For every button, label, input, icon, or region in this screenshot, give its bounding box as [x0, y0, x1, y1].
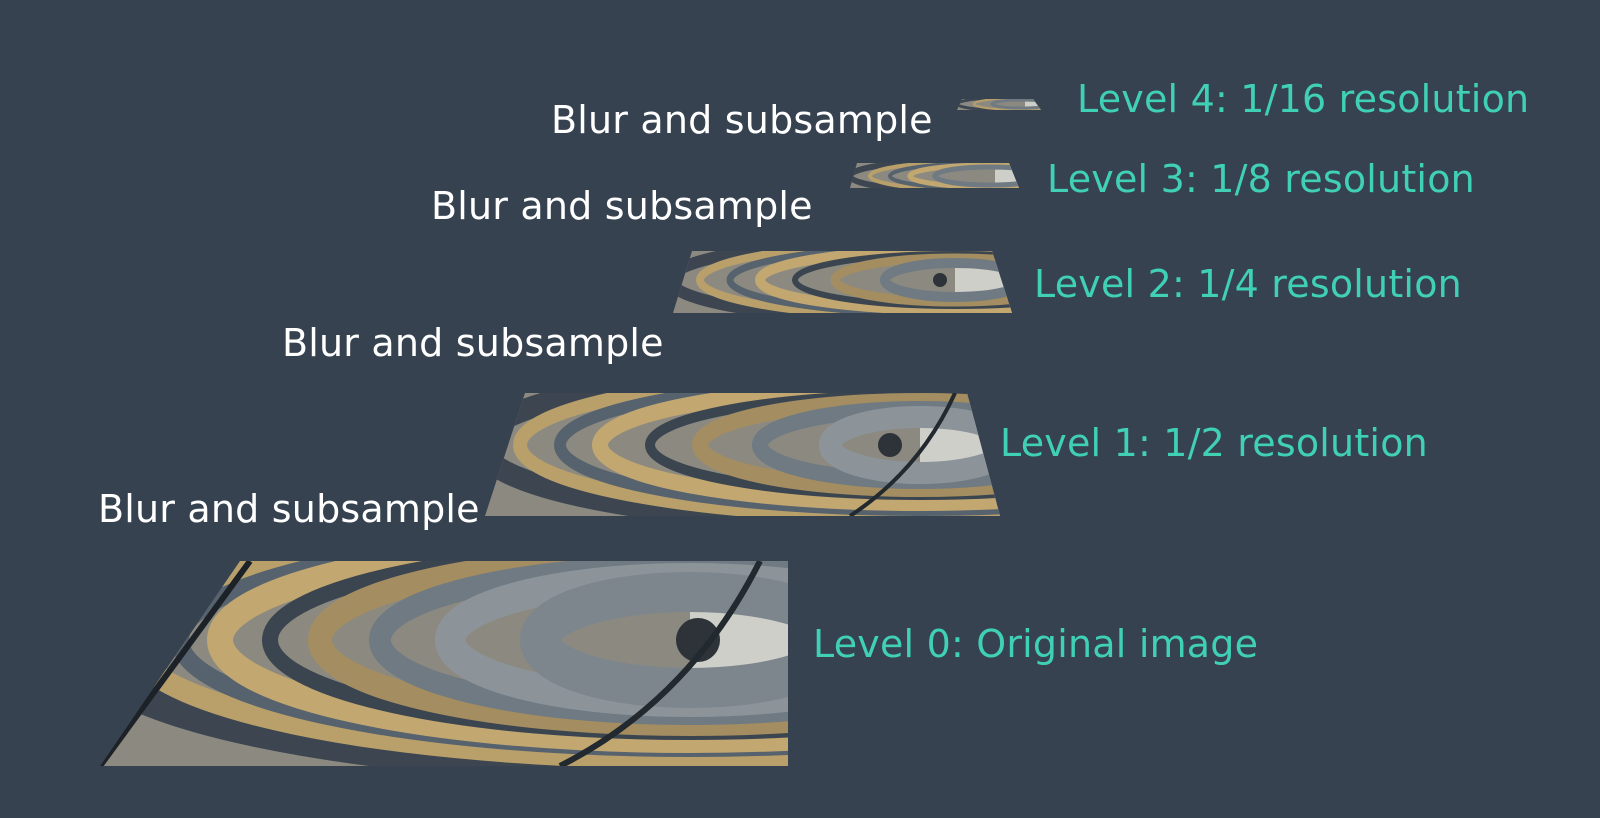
level-1-label: Level 1: 1/2 resolution [1000, 421, 1428, 465]
level-3-image [850, 163, 1019, 188]
level-2-image [673, 251, 1012, 313]
level-3-label: Level 3: 1/8 resolution [1047, 157, 1475, 201]
level-0-label: Level 0: Original image [813, 622, 1259, 666]
blur-subsample-label-1: Blur and subsample [98, 487, 480, 531]
level-4-label: Level 4: 1/16 resolution [1077, 77, 1530, 121]
blur-subsample-label-2: Blur and subsample [282, 321, 664, 365]
level-2-label: Level 2: 1/4 resolution [1034, 262, 1462, 306]
level-1-image [485, 393, 1000, 516]
blur-subsample-label-3: Blur and subsample [431, 184, 813, 228]
level-4-image [957, 99, 1041, 110]
blur-subsample-label-4: Blur and subsample [551, 98, 933, 142]
